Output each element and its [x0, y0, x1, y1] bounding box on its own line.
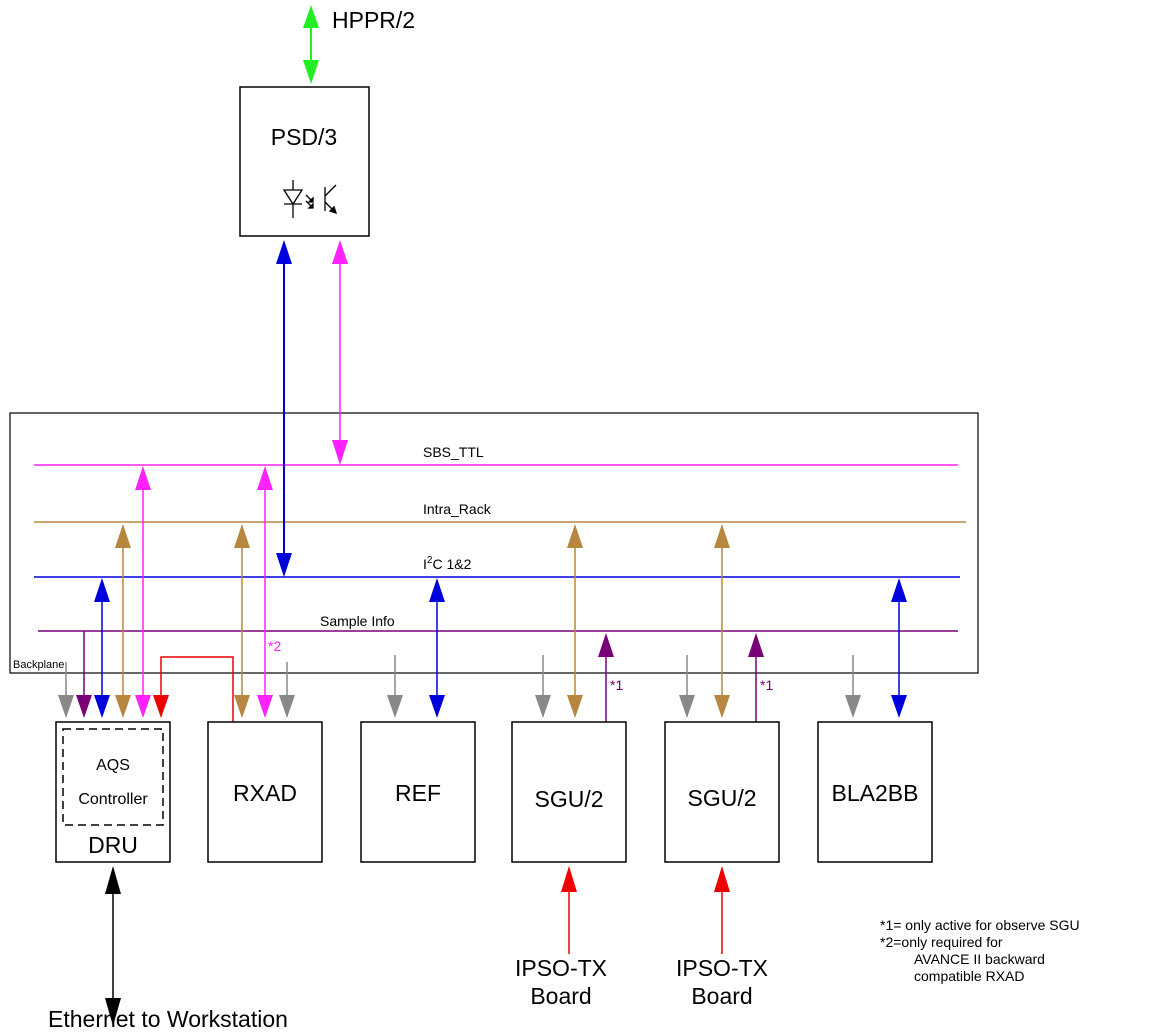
star1-mark-a: *1 — [610, 677, 623, 693]
hppr-arrow-up — [303, 5, 319, 28]
dru-sbs-arrow-down — [135, 695, 151, 718]
dru-i2c-arrow-down — [94, 695, 110, 718]
sgu1-sample-arrow — [598, 633, 614, 657]
i2c-label: I2C 1&2 — [423, 555, 472, 572]
psd-i2c-arrow-up — [276, 240, 292, 264]
footnote-3: AVANCE II backward — [914, 951, 1045, 967]
ref-gray-arrow — [387, 695, 403, 718]
aqs-controller-box — [62, 728, 164, 826]
backplane-box — [9, 412, 979, 674]
rxad-board: RXAD — [207, 721, 323, 863]
footnote-2: *2=only required for — [880, 934, 1003, 950]
ipso2-label-2: Board — [691, 983, 752, 1009]
psd-i2c-arrow-down — [276, 553, 292, 577]
star2-mark: *2 — [268, 638, 281, 654]
dru-intra-arrow-up — [115, 524, 131, 548]
rxad-dru-red-link — [160, 656, 234, 722]
psd-sbs-arrow-up — [332, 240, 348, 264]
rxad-label: RXAD — [233, 780, 297, 806]
sgu1-gray-arrow — [535, 695, 551, 718]
sgu1-board: SGU/2 — [511, 721, 627, 863]
aqs-label-1: AQS — [96, 757, 130, 774]
bla-i2c-arrow-down — [891, 695, 907, 718]
sgu1-intra-arrow-up — [567, 524, 583, 548]
backplane-label: Backplane — [13, 659, 64, 671]
bla2bb-label: BLA2BB — [832, 780, 919, 806]
ref-i2c-arrow-down — [429, 695, 445, 718]
aqs-label-2: Controller — [78, 791, 148, 808]
bla2bb-board: BLA2BB — [817, 721, 933, 863]
psd-sbs-arrow-down — [332, 440, 348, 465]
footnote-4: compatible RXAD — [914, 968, 1025, 984]
sgu2-gray-arrow — [679, 695, 695, 718]
sgu1-label: SGU/2 — [534, 786, 603, 812]
sgu2-sample-arrow — [748, 633, 764, 657]
sbs-ttl-label: SBS_TTL — [423, 444, 484, 460]
ipso2-arrow — [714, 866, 730, 892]
optocoupler-icon — [282, 180, 338, 218]
dru-sample-arrow — [76, 695, 92, 718]
ref-label: REF — [395, 780, 441, 806]
ipso1-arrow — [561, 866, 577, 892]
psd-label: PSD/3 — [271, 124, 337, 150]
ethernet-arrow-up — [105, 866, 121, 894]
rxad-intra-arrow-up — [234, 524, 250, 548]
ethernet-label: Ethernet to Workstation — [48, 1006, 288, 1032]
dru-gray-arrow — [58, 695, 74, 718]
ipso1-label-1: IPSO-TX — [515, 955, 607, 981]
sgu2-intra-arrow-up — [714, 524, 730, 548]
hppr-arrow-down — [303, 60, 319, 84]
dru-label: DRU — [88, 832, 138, 858]
dru-sbs-arrow-up — [135, 466, 151, 490]
sample-info-label: Sample Info — [320, 613, 395, 629]
ipso2-label-1: IPSO-TX — [676, 955, 768, 981]
rxad-sbs-arrow-up — [257, 466, 273, 490]
intra-rack-label: Intra_Rack — [423, 501, 492, 517]
ethernet-arrow-down — [105, 998, 121, 1026]
rxad-dru-red-arrow — [153, 695, 169, 718]
sgu2-intra-arrow-down — [714, 695, 730, 718]
star1-mark-b: *1 — [760, 677, 773, 693]
dru-board: AQS Controller DRU — [55, 721, 171, 863]
rxad-sbs-arrow-down — [257, 695, 273, 718]
psd-box — [239, 86, 370, 237]
ref-board: REF — [360, 721, 476, 863]
sgu2-label: SGU/2 — [687, 785, 756, 811]
bla-gray-arrow — [845, 695, 861, 718]
rxad-gray-arrow — [279, 695, 295, 718]
dru-intra-arrow-down — [115, 695, 131, 718]
footnote-1: *1= only active for observe SGU — [880, 917, 1080, 933]
ipso1-label-2: Board — [530, 983, 591, 1009]
hppr-label: HPPR/2 — [332, 7, 415, 33]
sgu2-board: SGU/2 — [664, 721, 780, 863]
dru-i2c-arrow-up — [94, 578, 110, 602]
bla-i2c-arrow-up — [891, 578, 907, 602]
ref-i2c-arrow-up — [429, 578, 445, 602]
sgu1-intra-arrow-down — [567, 695, 583, 718]
rxad-intra-arrow-down — [234, 695, 250, 718]
